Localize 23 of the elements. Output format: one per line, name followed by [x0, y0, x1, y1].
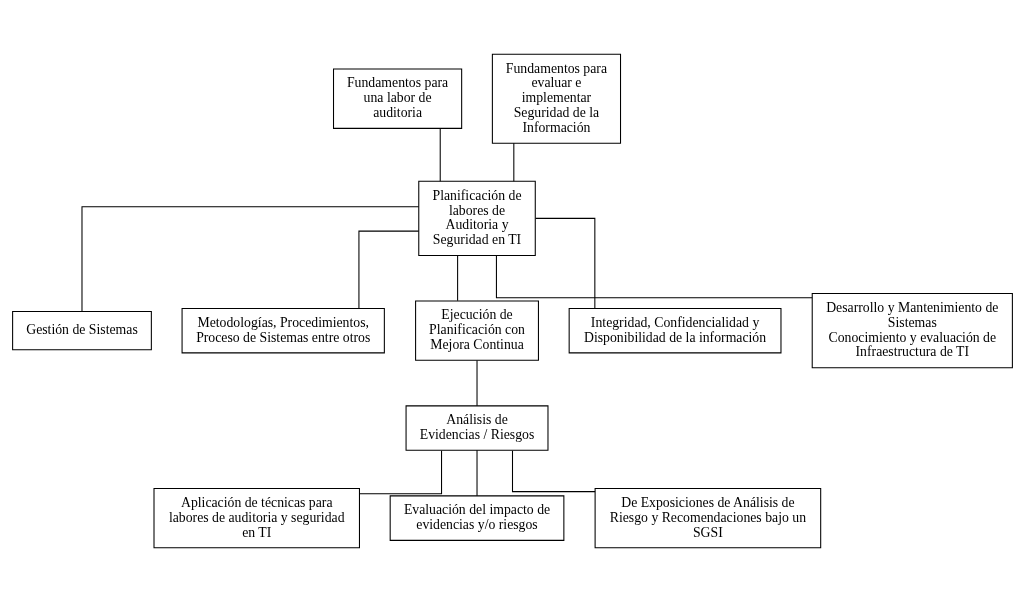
- connector: [81, 205, 420, 312]
- node-box: Planificación de labores de Auditoria y Seguridad en TI: [418, 180, 536, 256]
- connector: [535, 217, 596, 309]
- node-box: Desarrollo y Mantenimiento de Sistemas Conocimiento y evaluación de Infraestructura de TI: [811, 292, 1013, 368]
- node-box: De Exposiciones de Análisis de Riesgo y Recomendaciones bajo un SGSI: [594, 487, 822, 548]
- node-box: Integridad, Confidencialidad y Disponibilidad de la información: [568, 307, 782, 353]
- node-box: Metodologías, Procedimientos, Proceso de Sistemas entre otros: [181, 307, 385, 353]
- node-box: Análisis de Evidencias / Riesgos: [405, 404, 549, 451]
- node-box: Fundamentos para evaluar e implementar Seguridad de la Información: [491, 53, 622, 144]
- connector: [511, 449, 596, 492]
- connector: [513, 142, 515, 182]
- node-box: Aplicación de técnicas para labores de auditoria y seguridad en TI: [153, 487, 360, 548]
- node-box: Gestión de Sistemas: [12, 310, 152, 350]
- connector: [476, 359, 478, 406]
- connector: [359, 449, 443, 494]
- connector: [358, 230, 420, 309]
- connector: [495, 254, 813, 298]
- connector: [476, 449, 478, 496]
- connector: [457, 254, 459, 301]
- node-box: Ejecución de Planificación con Mejora Continua: [415, 299, 539, 361]
- node-box: Fundamentos para una labor de auditoria: [333, 68, 463, 129]
- node-box: Evaluación del impacto de evidencias y/o riesgos: [389, 494, 565, 541]
- connector: [439, 127, 441, 182]
